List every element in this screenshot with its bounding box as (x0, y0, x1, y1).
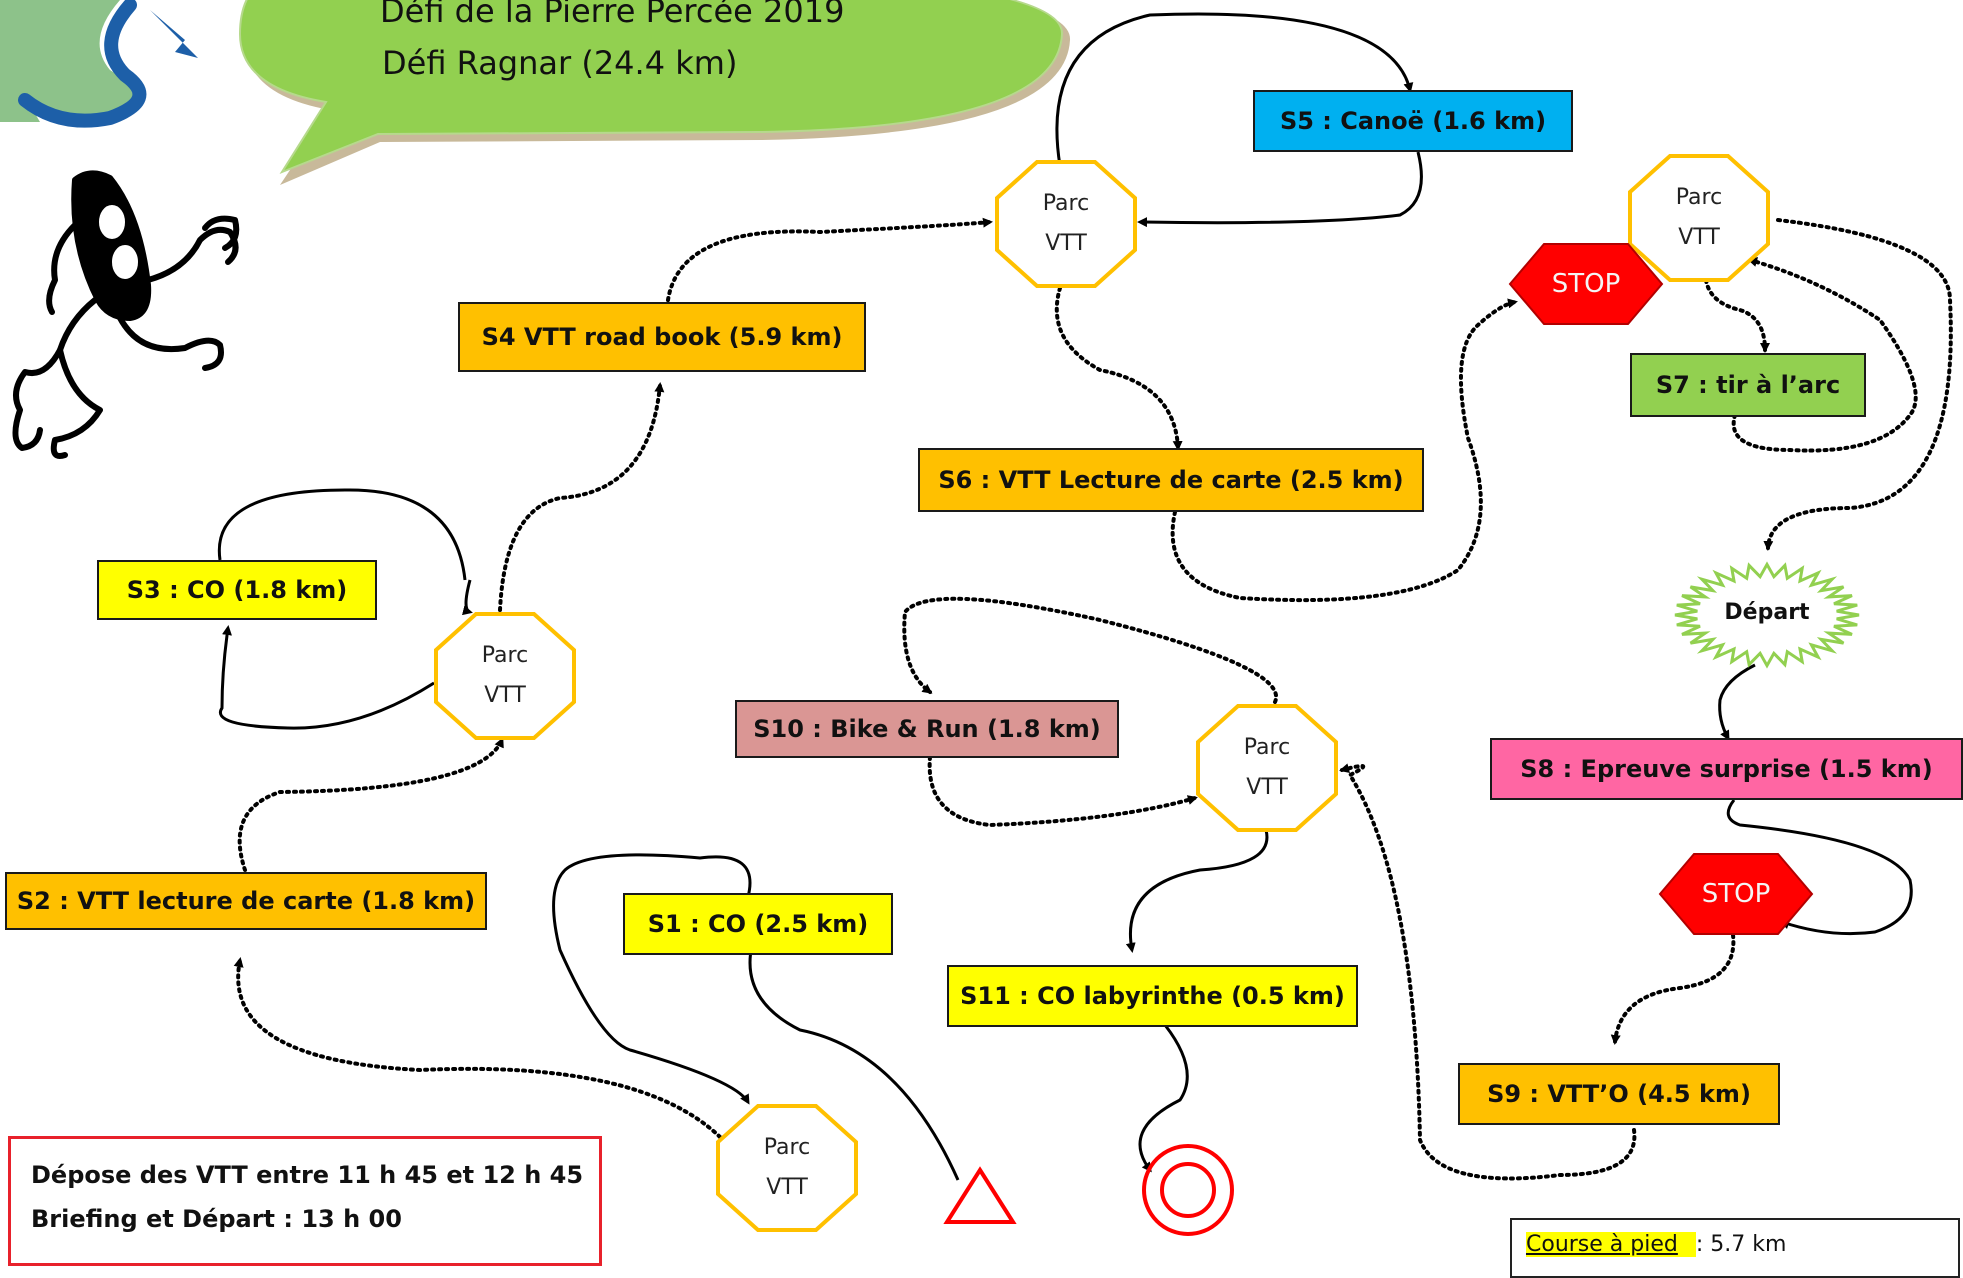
connector-s8-to-stop2 (1726, 799, 1913, 936)
stage-s7: S7 : tir à l’arc (1630, 353, 1866, 417)
parc-vtt-2-line1: Parc (1042, 191, 1090, 216)
legend-label: Course à pied (1526, 1232, 1696, 1257)
parc-vtt-3-line1: Parc (1675, 185, 1723, 210)
raid-logo (0, 0, 220, 128)
stage-s6-label: S6 : VTT Lecture de carte (2.5 km) (938, 466, 1404, 494)
legend-value: : 5.7 km (1695, 1232, 1787, 1257)
stop-sign-2-label: STOP (1701, 879, 1771, 909)
parc-vtt-1-line2: VTT (484, 683, 526, 708)
title-line-2: Défi Ragnar (24.4 km) (382, 44, 738, 82)
parc-vtt-2-line2: VTT (1045, 231, 1087, 256)
parc-vtt-4-line1: Parc (1243, 735, 1291, 760)
connector-s7-to-parc3 (1731, 257, 1918, 453)
connector-s2-to-parc1 (237, 737, 504, 872)
runner-icon (12, 170, 240, 459)
stage-s10: S10 : Bike & Run (1.8 km) (735, 700, 1119, 758)
connector-s1-loop (552, 853, 752, 1105)
connector-stop2-to-s9 (1610, 933, 1736, 1045)
parc-vtt-0-line2: VTT (766, 1175, 808, 1200)
stage-s1: S1 : CO (2.5 km) (623, 893, 893, 955)
stage-s9: S9 : VTT’O (4.5 km) (1458, 1063, 1780, 1125)
parc-vtt-1: Parc VTT (434, 612, 576, 740)
connector-parc4-to-s11 (1125, 829, 1269, 953)
stage-s5-label: S5 : Canoë (1.6 km) (1279, 107, 1547, 135)
connector-parc2-to-s5 (1055, 12, 1414, 167)
stage-s4-label: S4 VTT road book (5.9 km) (481, 323, 843, 351)
schedule-info-box: Dépose des VTT entre 11 h 45 et 12 h 45 … (8, 1136, 602, 1266)
connector-parc1-to-s4 (498, 382, 665, 612)
stop-sign-1-label: STOP (1551, 269, 1621, 299)
start-burst (1674, 561, 1860, 669)
connector-parc3-to-start (1763, 218, 1953, 551)
parc-vtt-0-line1: Parc (763, 1135, 811, 1160)
stage-s2-label: S2 : VTT lecture de carte (1.8 km) (16, 887, 476, 915)
stage-s3-label: S3 : CO (1.8 km) (126, 576, 348, 604)
stage-s3: S3 : CO (1.8 km) (97, 560, 377, 620)
connector-s6-to-stop1 (1170, 298, 1518, 603)
connector-parc1-to-s3 (219, 625, 435, 730)
connector-layer (0, 0, 1953, 1236)
stage-s9-label: S9 : VTT’O (4.5 km) (1487, 1080, 1751, 1108)
stage-s2: S2 : VTT lecture de carte (1.8 km) (5, 872, 487, 930)
stage-s5: S5 : Canoë (1.6 km) (1253, 90, 1573, 152)
connector-parc3-to-s7 (1704, 278, 1770, 353)
stage-s7-label: S7 : tir à l’arc (1655, 371, 1841, 399)
connector-parc4-to-s10 (902, 596, 1279, 704)
connector-start-to-s8 (1718, 663, 1756, 741)
stop-sign-2: STOP (1658, 852, 1814, 936)
connector-parc0-to-s2 (233, 957, 722, 1139)
title-bubble (238, 0, 1071, 185)
stage-s6: S6 : VTT Lecture de carte (2.5 km) (918, 448, 1424, 512)
connector-s9-to-parc4 (1339, 763, 1637, 1181)
stage-s8-label: S8 : Epreuve surprise (1.5 km) (1520, 755, 1933, 783)
parc-vtt-4-line2: VTT (1246, 775, 1288, 800)
stage-s8: S8 : Epreuve surprise (1.5 km) (1490, 738, 1963, 800)
distance-legend-box: Course à pied: 5.7 km (1510, 1218, 1960, 1278)
parc-vtt-2: Parc VTT (995, 160, 1137, 288)
stage-s11-label: S11 : CO labyrinthe (0.5 km) (960, 982, 1345, 1010)
connector-s5-to-parc2 (1137, 151, 1423, 228)
start-triangle (943, 1166, 1017, 1224)
stage-s10-label: S10 : Bike & Run (1.8 km) (753, 715, 1101, 743)
connector-s11-to-finish (1138, 1024, 1189, 1173)
parc-vtt-3: Parc VTT (1628, 154, 1770, 282)
start-label: Départ (1724, 600, 1810, 625)
stage-s1-label: S1 : CO (2.5 km) (647, 910, 869, 938)
parc-vtt-0: Parc VTT (716, 1104, 858, 1232)
parc-vtt-1-line1: Parc (481, 643, 529, 668)
parc-vtt-4: Parc VTT (1196, 704, 1338, 832)
connector-s4-to-parc2 (666, 217, 993, 302)
finish-target (1142, 1144, 1234, 1236)
connector-s10-to-parc4 (927, 755, 1198, 828)
parc-vtt-3-line2: VTT (1678, 225, 1720, 250)
connector-parc2-to-s6 (1054, 286, 1183, 451)
stage-s11: S11 : CO labyrinthe (0.5 km) (947, 965, 1358, 1027)
stage-s4: S4 VTT road book (5.9 km) (458, 302, 866, 372)
title-line-1: Défi de la Pierre Percée 2019 (380, 0, 845, 30)
schedule-line-2: Briefing et Départ : 13 h 00 (31, 1205, 402, 1233)
schedule-line-1: Dépose des VTT entre 11 h 45 et 12 h 45 (31, 1161, 584, 1189)
connector-triangle-to-s1 (745, 942, 960, 1181)
stop-sign-1: STOP (1508, 242, 1664, 326)
